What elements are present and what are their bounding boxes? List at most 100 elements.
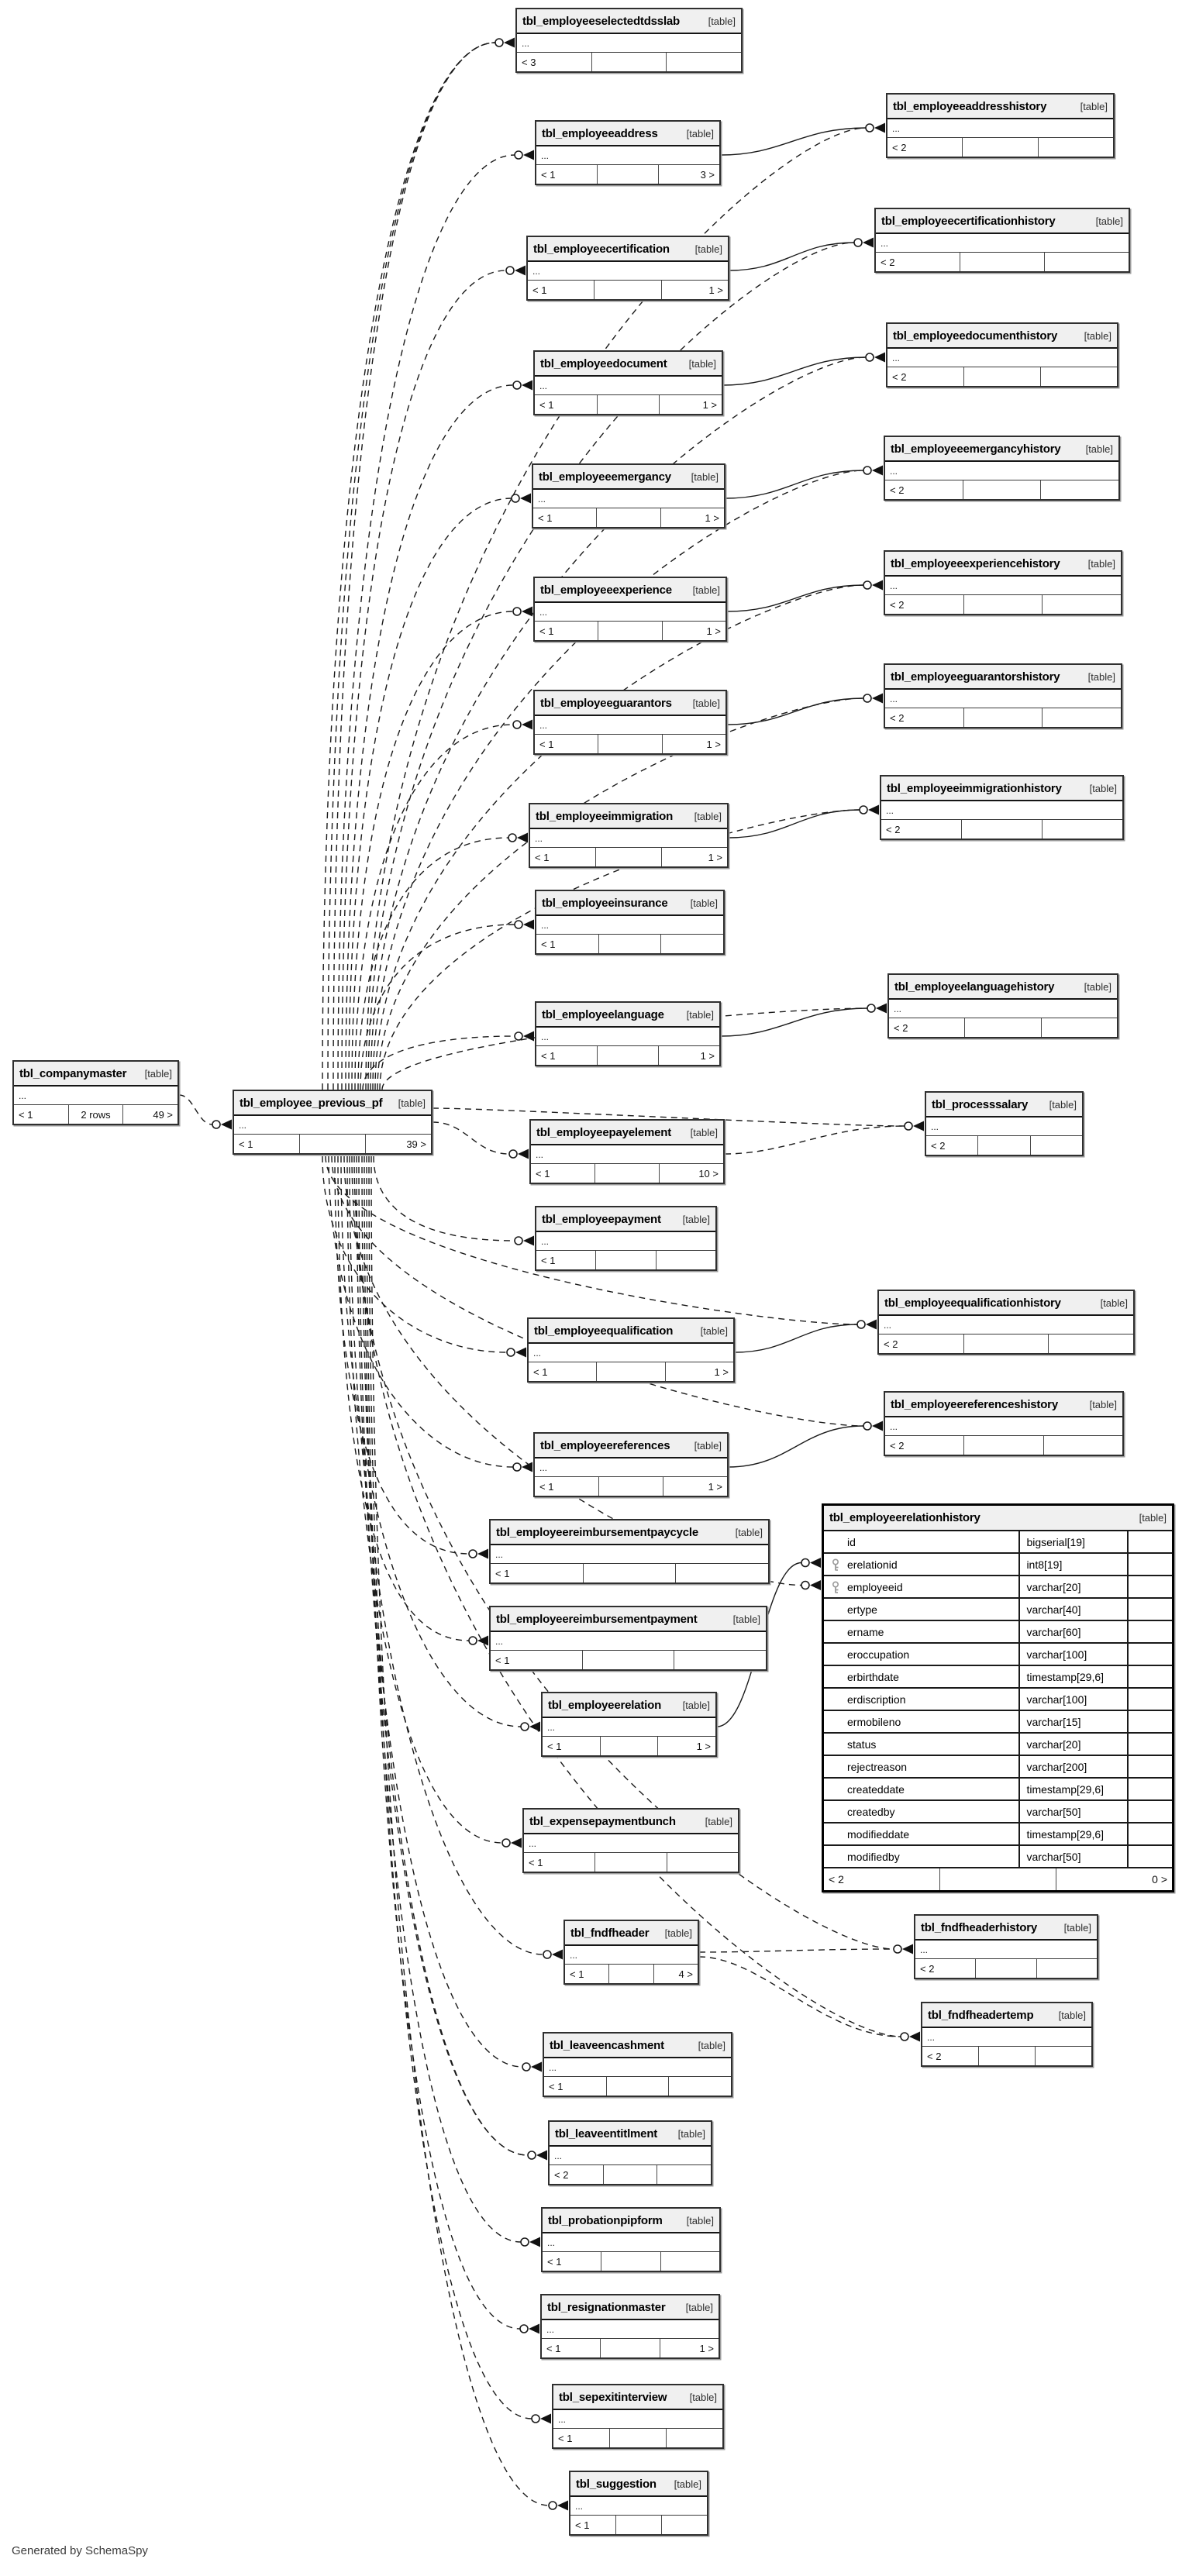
columns-ellipsis: ...	[543, 1718, 715, 1737]
parents-count: < 2	[915, 1959, 977, 1978]
key-icon	[832, 1558, 839, 1571]
table-selectedtdsslab[interactable]: tbl_employeeselectedtdsslab[table]...< 3	[515, 8, 743, 73]
table-fndfheadertemp[interactable]: tbl_fndfheadertemp[table]...< 2	[921, 2002, 1093, 2067]
table-reimbursementpayment[interactable]: tbl_employeereimbursementpayment[table].…	[489, 1606, 767, 1671]
table-tag-label: [table]	[694, 243, 722, 255]
rows-count	[964, 367, 1041, 386]
table-header: tbl_employeelanguagehistory[table]	[889, 975, 1117, 1000]
table-certificationhistory[interactable]: tbl_employeecertificationhistory[table].…	[874, 208, 1130, 273]
table-languagehistory[interactable]: tbl_employeelanguagehistory[table]...< 2	[887, 973, 1118, 1038]
implied-relationship-edge	[337, 154, 515, 1090]
parents-count: < 1	[536, 165, 598, 184]
parents-count: < 2	[885, 1436, 965, 1455]
table-suggestion[interactable]: tbl_suggestion[table]...< 1	[569, 2471, 708, 2536]
table-immigrationhistory[interactable]: tbl_employeeimmigrationhistory[table]...…	[880, 775, 1124, 840]
columns-ellipsis: ...	[234, 1116, 431, 1135]
table-payment[interactable]: tbl_employeepayment[table]...< 1	[535, 1206, 717, 1271]
table-emergancyhistory[interactable]: tbl_employeeemergancyhistory[table]...< …	[884, 436, 1120, 501]
children-count	[1031, 1136, 1082, 1155]
table-leaveentitlment[interactable]: tbl_leaveentitlment[table]...< 2	[548, 2120, 712, 2185]
rows-count	[940, 1868, 1056, 1890]
crowfoot-connector	[514, 150, 534, 160]
implied-relationship-edge	[348, 498, 512, 1090]
table-header: tbl_employeereferences[table]	[535, 1434, 727, 1458]
rows-count	[594, 281, 662, 299]
implied-relationship-edge	[322, 42, 496, 1090]
column-spacer	[1126, 1824, 1172, 1844]
table-documenthistory[interactable]: tbl_employeedocumenthistory[table]...< 2	[886, 322, 1118, 387]
table-referenceshistory[interactable]: tbl_employeereferenceshistory[table]...<…	[884, 1391, 1124, 1456]
table-sepexitinterview[interactable]: tbl_sepexitinterview[table]...< 1	[552, 2384, 724, 2449]
children-count: 1 >	[714, 1365, 729, 1378]
table-footer: < 1	[544, 2077, 731, 2096]
crowfoot-connector	[527, 2150, 547, 2161]
table-reimbursementpaycycle[interactable]: tbl_employeereimbursementpaycycle[table]…	[489, 1519, 770, 1584]
rows-count	[583, 1651, 675, 1669]
table-expensepaymentbunch[interactable]: tbl_expensepaymentbunch[table]...< 1	[522, 1808, 739, 1873]
column-name: status	[847, 1737, 877, 1751]
children-count	[674, 1651, 766, 1669]
table-experiencehistory[interactable]: tbl_employeeexperiencehistory[table]...<…	[884, 550, 1122, 615]
table-footer: < 1	[491, 1651, 766, 1669]
table-processsalary[interactable]: tbl_processsalary[table]...< 2	[925, 1091, 1084, 1156]
table-header: tbl_employeeexperiencehistory[table]	[885, 552, 1121, 577]
crowfoot-connector	[512, 719, 532, 730]
children-count: 1 >	[706, 625, 721, 637]
table-insurance[interactable]: tbl_employeeinsurance[table]...< 1	[535, 890, 725, 955]
table-header: tbl_employeecertification[table]	[528, 237, 728, 262]
rows-count	[598, 395, 660, 414]
implied-relationship-edge	[724, 1125, 905, 1155]
column-spacer	[1126, 1576, 1172, 1597]
table-tag-label: [table]	[686, 2214, 714, 2226]
children-count	[1043, 708, 1121, 727]
table-addresshistory[interactable]: tbl_employeeaddresshistory[table]...< 2	[886, 93, 1115, 158]
implied-relationship-edge	[333, 42, 496, 1090]
crowfoot-connector	[520, 2237, 540, 2247]
fk-relationship-edge	[728, 1425, 864, 1468]
table-fndfheaderhistory[interactable]: tbl_fndfheaderhistory[table]...< 2	[914, 1914, 1098, 1979]
table-name: tbl_probationpipform	[548, 2213, 663, 2227]
table-header: tbl_fndfheadertemp[table]	[922, 2003, 1091, 2028]
table-footer: < 1	[570, 2516, 707, 2534]
column-name: ermobileno	[847, 1715, 901, 1728]
table-footer: < 2	[922, 2047, 1091, 2065]
implied-relationship-edge	[331, 1155, 864, 1427]
table-header: tbl_employeeguarantorshistory[table]	[885, 665, 1121, 690]
table-qualificationhistory[interactable]: tbl_employeequalificationhistory[table].…	[877, 1290, 1135, 1355]
table-tag-label: [table]	[692, 697, 720, 709]
table-name: tbl_employeelanguage	[542, 1007, 664, 1021]
crowfoot-connector	[512, 606, 532, 617]
table-guarantorshistory[interactable]: tbl_employeeguarantorshistory[table]...<…	[884, 663, 1122, 728]
table-header: tbl_companymaster[table]	[14, 1062, 177, 1087]
column-type: varchar[100]	[1018, 1644, 1126, 1665]
table-probationpipform[interactable]: tbl_probationpipform[table]...< 1	[541, 2207, 721, 2272]
table-name: tbl_employeecertificationhistory	[881, 214, 1056, 228]
implied-relationship-edge	[432, 1107, 905, 1127]
table-leaveencashment[interactable]: tbl_leaveencashment[table]...< 1	[543, 2032, 732, 2097]
columns-ellipsis: ...	[491, 1632, 766, 1651]
parents-count: < 1	[543, 2252, 602, 2271]
